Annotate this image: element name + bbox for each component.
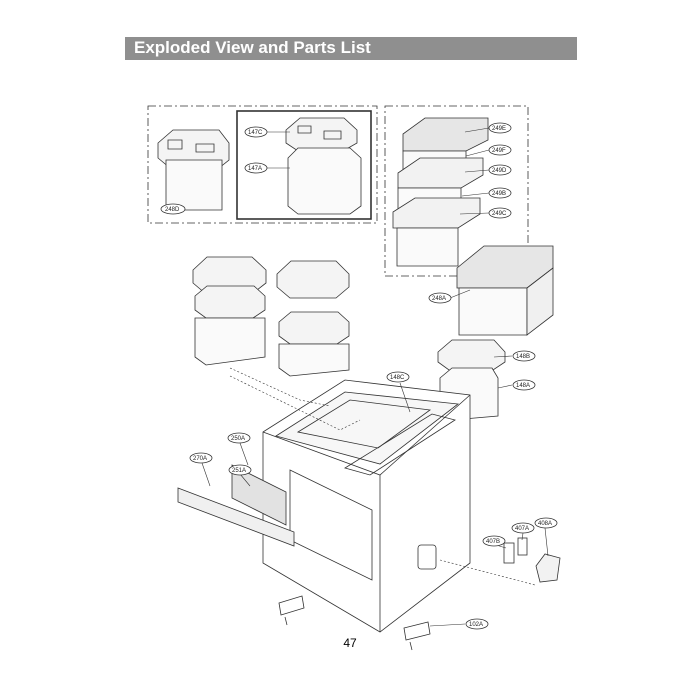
label-148a: 148A — [516, 383, 530, 389]
label-248a: 248A — [432, 296, 446, 302]
page-number: 47 — [343, 636, 357, 650]
label-249b: 249B — [492, 191, 506, 197]
containers-middle — [192, 256, 350, 377]
label-251a: 251A — [232, 468, 246, 474]
label-102a: 102A — [469, 622, 483, 628]
section-title: Exploded View and Parts List — [134, 38, 371, 57]
label-148b: 148B — [516, 354, 530, 360]
filter-parts — [503, 537, 561, 583]
group-frame-147 — [236, 110, 372, 220]
group-frame-249 — [384, 105, 529, 277]
label-407a: 407A — [515, 526, 529, 532]
label-407b: 407B — [486, 539, 500, 545]
container-248d — [157, 129, 230, 211]
container-147 — [285, 117, 362, 215]
label-147a: 147A — [248, 166, 262, 172]
label-249c: 249C — [492, 211, 507, 217]
container-248a — [456, 245, 554, 336]
label-249d: 249D — [492, 168, 507, 174]
group-frame-248d — [147, 105, 378, 224]
label-250a: 250A — [231, 436, 245, 442]
section-header: Exploded View and Parts List — [125, 37, 577, 60]
legs — [278, 595, 431, 651]
label-148c: 148C — [390, 375, 405, 381]
label-249e: 249E — [492, 126, 506, 132]
container-249-stack — [392, 117, 489, 267]
leader-lines — [201, 127, 549, 627]
label-249f: 249F — [492, 148, 506, 154]
label-147c: 147C — [248, 130, 263, 136]
refrigerator-cabinet — [177, 379, 471, 633]
label-270a: 270A — [193, 456, 207, 462]
label-408a: 408A — [538, 521, 552, 527]
part-labels: 248D 147C 147A 249E 249F 249D 249B 249C … — [160, 122, 558, 630]
label-248d: 248D — [165, 207, 180, 213]
